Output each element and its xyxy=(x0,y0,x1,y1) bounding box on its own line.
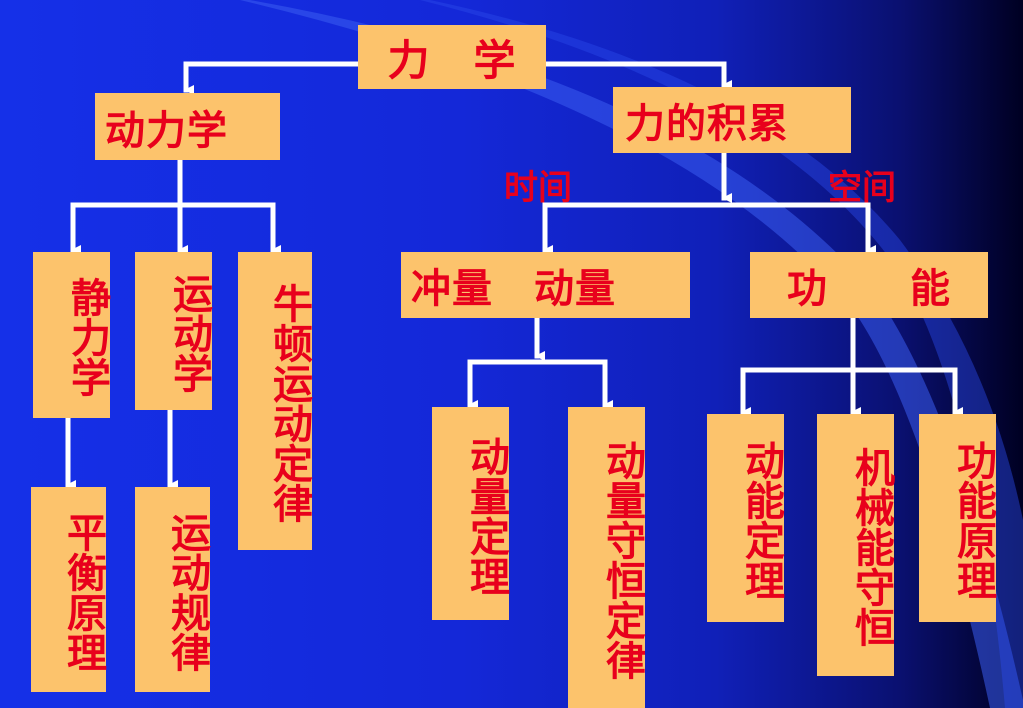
mech-energy-conservation-node: 机械能守恒 xyxy=(817,414,894,676)
work-energy-principle-node: 功能原理 xyxy=(919,414,996,622)
kinematics-node: 运动学 xyxy=(135,252,212,410)
dynamics-node: 动力学 xyxy=(95,93,280,160)
impulse-momentum-node: 冲量 动量 xyxy=(401,252,690,318)
time-label: 时间 xyxy=(504,168,572,208)
work-energy-node: 功 能 xyxy=(750,252,988,318)
kinetic-energy-theorem-node: 动能定理 xyxy=(707,414,784,622)
newton-laws-node: 牛顿运动定律 xyxy=(238,252,312,550)
root-node: 力 学 xyxy=(358,25,546,89)
momentum-conservation-node: 动量守恒定律 xyxy=(568,407,645,708)
equilibrium-node: 平衡原理 xyxy=(31,487,106,692)
statics-node: 静力学 xyxy=(33,252,110,418)
accumulation-node: 力的积累 xyxy=(613,87,851,153)
space-label: 空间 xyxy=(828,168,896,208)
motion-laws-node: 运动规律 xyxy=(135,487,210,692)
momentum-theorem-node: 动量定理 xyxy=(432,407,509,620)
